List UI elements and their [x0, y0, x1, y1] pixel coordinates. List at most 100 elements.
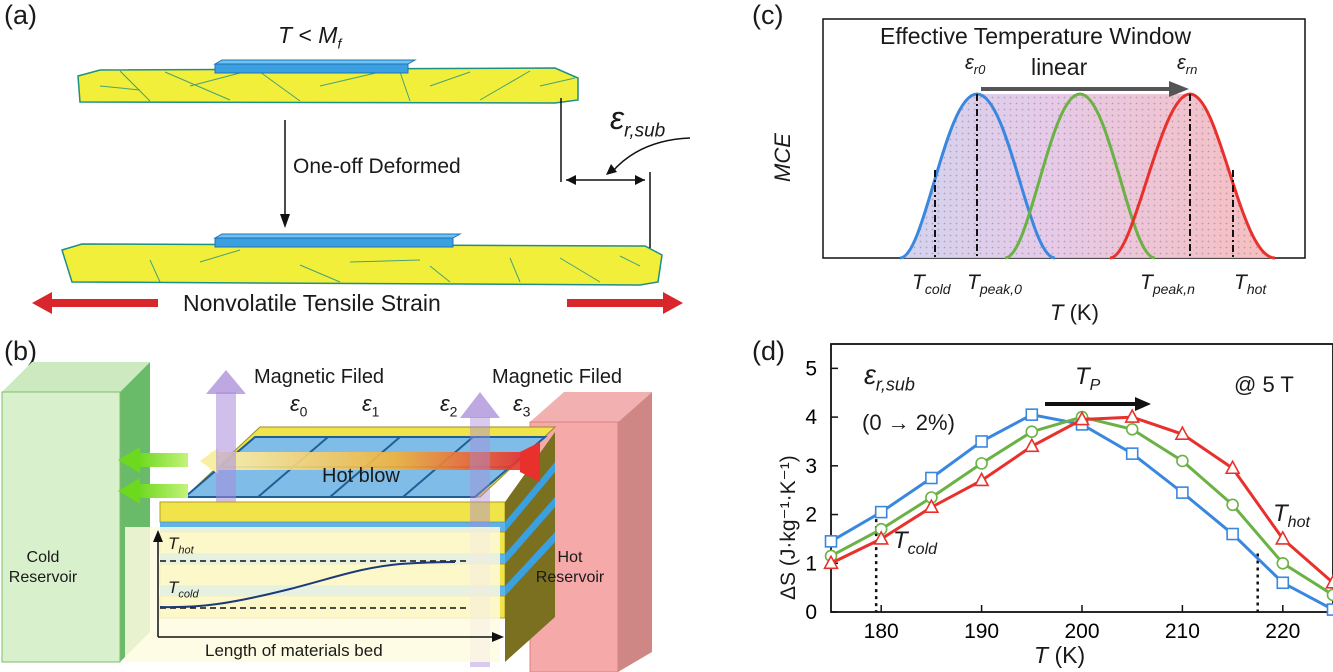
- strain-sub-label: εr,sub: [610, 100, 666, 142]
- tick-t-peakn: Tpeak,n: [1140, 271, 1195, 298]
- film-top: [213, 59, 417, 65]
- y-tick-label: 2: [805, 504, 817, 527]
- data-point-circle: [1326, 588, 1333, 602]
- strain-label-3: ε3: [513, 391, 531, 420]
- field-label-left: Magnetic Filed: [254, 366, 385, 388]
- data-point-square: [1176, 486, 1189, 499]
- data-point-triangle: [873, 530, 890, 545]
- data-point-circle: [1025, 425, 1039, 439]
- data-point-triangle: [1023, 437, 1040, 453]
- t-hot-label: Thot: [168, 534, 194, 557]
- hot-blow-label: Hot blow: [322, 465, 400, 487]
- data-point-square: [925, 471, 938, 485]
- entropy-chart: 180 190 200 210 220 0 1 2 3 4 5: [805, 343, 1333, 643]
- cold-reservoir-top: [2, 362, 150, 392]
- tick-t-cold: Tcold: [912, 271, 951, 298]
- panel-a-label: (a): [4, 0, 37, 30]
- substrate-top: [77, 67, 579, 104]
- y-tick-label: 4: [805, 406, 817, 429]
- data-point-square: [1326, 603, 1333, 616]
- bed-length-label: Length of materials bed: [205, 641, 383, 660]
- data-point-circle: [1176, 454, 1189, 468]
- data-point-circle: [975, 457, 988, 470]
- data-point-square: [1025, 408, 1039, 421]
- data-point-triangle: [973, 471, 990, 487]
- data-point-square: [975, 435, 988, 448]
- panel-c-label: (c): [752, 0, 784, 30]
- d-strain-range: (0 → 2%): [862, 410, 955, 435]
- d-xlabel: T (K): [1034, 642, 1086, 668]
- mce-axis-label: MCE: [770, 133, 795, 182]
- film-top-front: [214, 63, 409, 74]
- field-arrow-right: [460, 392, 500, 418]
- strain-label-0: ε0: [290, 391, 308, 420]
- y-tick-label: 1: [805, 552, 817, 575]
- data-point-square: [1125, 447, 1139, 460]
- data-point-square: [824, 535, 838, 548]
- hot-blow-arrowhead: [200, 448, 218, 474]
- hot-reservoir-side: [618, 392, 652, 672]
- y-tick-label: 0: [805, 601, 817, 624]
- panel-a-diagram: [32, 59, 691, 314]
- data-point-triangle: [1325, 574, 1333, 589]
- d-t-cold-label: Tcold: [893, 527, 938, 558]
- data-point-triangle: [1224, 459, 1241, 475]
- panel-b-diagram: [1, 362, 652, 672]
- d-field-label: @ 5 T: [1234, 372, 1294, 397]
- data-point-triangle: [923, 498, 940, 514]
- tensile-strain-label: Nonvolatile Tensile Strain: [183, 290, 441, 316]
- window-title: Effective Temperature Window: [880, 23, 1192, 49]
- red-arrow-right: [663, 292, 683, 314]
- panel-d-label: (d): [752, 336, 785, 366]
- t-cold-label: Tcold: [168, 578, 199, 601]
- red-arrow-left: [32, 292, 52, 314]
- strain-label-1: ε1: [362, 391, 380, 420]
- x-tick-label: 190: [964, 620, 999, 643]
- tp-shift-arrow: [1045, 397, 1151, 411]
- data-point-square: [1226, 527, 1239, 541]
- film-bottom-front: [214, 237, 454, 248]
- profile-inset: [125, 527, 500, 662]
- data-point-circle: [1226, 498, 1239, 512]
- y-tick-label: 3: [805, 455, 817, 478]
- data-point-circle: [1276, 556, 1290, 570]
- substrate-bottom: [61, 243, 663, 286]
- green-arrow-1: [118, 447, 140, 473]
- linear-label: linear: [1031, 54, 1088, 80]
- linear-arrowhead: [1169, 81, 1189, 97]
- x-tick-label: 200: [1064, 620, 1099, 643]
- panel-c-chart: [822, 18, 1306, 260]
- green-arrow-2: [118, 478, 140, 504]
- panel-b-label: (b): [4, 336, 37, 366]
- data-point-square: [874, 505, 888, 519]
- cold-reservoir-front: [1, 391, 121, 663]
- field-label-right: Magnetic Filed: [492, 366, 623, 388]
- d-strain-label: εr,sub: [864, 360, 915, 395]
- condition-label: T < Mf: [278, 22, 342, 52]
- x-tick-label: 210: [1165, 620, 1200, 643]
- hot-reservoir-top: [530, 392, 652, 422]
- data-point-triangle: [1274, 530, 1291, 545]
- y-tick-label: 5: [805, 357, 817, 380]
- data-point-triangle: [1174, 425, 1191, 440]
- deformed-label: One-off Deformed: [293, 155, 461, 178]
- x-tick-label: 180: [864, 620, 899, 643]
- eps-r0-label: εr0: [965, 52, 986, 77]
- data-point-triangle: [1124, 408, 1141, 423]
- eps-rn-label: εrn: [1177, 52, 1198, 77]
- data-point-triangle: [1074, 410, 1090, 426]
- tick-t-peak0: Tpeak,0: [967, 271, 1022, 298]
- d-tp-label: TP: [1075, 363, 1101, 394]
- panel-c-xlabel: T (K): [1050, 300, 1099, 325]
- data-point-triangle: [823, 554, 839, 570]
- temperature-profile: [159, 561, 456, 609]
- d-ylabel: ΔS (J·kg⁻¹·K⁻¹): [777, 455, 800, 600]
- film-bottom: [213, 233, 462, 239]
- d-t-hot-label: Thot: [1273, 500, 1310, 531]
- data-point-square: [1276, 576, 1290, 590]
- x-tick-label: 220: [1265, 620, 1300, 643]
- tick-t-hot: Thot: [1234, 271, 1267, 298]
- data-point-circle: [1125, 422, 1139, 436]
